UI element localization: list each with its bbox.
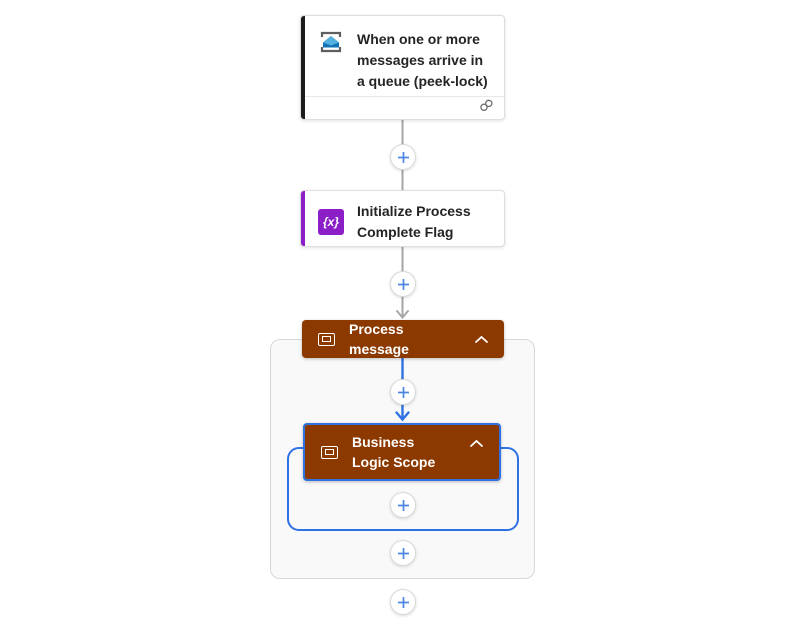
trigger-card-footer xyxy=(305,96,504,119)
trigger-card-service-bus[interactable]: When one or more messages arrive in a qu… xyxy=(300,15,505,120)
scope-icon xyxy=(318,332,335,346)
chevron-up-icon xyxy=(469,436,484,451)
collapse-process-scope-button[interactable] xyxy=(470,328,492,350)
plus-icon xyxy=(397,596,409,608)
plus-icon xyxy=(397,499,409,511)
add-action-button[interactable] xyxy=(390,271,416,297)
initialize-action-title: Initialize Process Complete Flag xyxy=(357,203,471,240)
plus-icon xyxy=(397,151,409,163)
connection-link-icon xyxy=(479,99,494,117)
variable-accent-bar xyxy=(301,191,305,246)
variable-icon: {x} xyxy=(318,209,344,235)
add-action-button[interactable] xyxy=(390,144,416,170)
collapse-business-scope-button[interactable] xyxy=(465,432,487,454)
plus-icon xyxy=(397,278,409,290)
process-scope-title: Process message xyxy=(349,321,409,357)
trigger-title: When one or more messages arrive in a qu… xyxy=(357,31,488,89)
trigger-accent-bar xyxy=(301,16,305,119)
scope-header-business-logic[interactable]: Business Logic Scope xyxy=(303,423,501,481)
add-action-button[interactable] xyxy=(390,379,416,405)
plus-icon xyxy=(397,547,409,559)
business-scope-title: Business Logic Scope xyxy=(352,434,436,470)
add-action-button[interactable] xyxy=(390,540,416,566)
scope-icon xyxy=(321,445,338,459)
scope-header-process-message[interactable]: Process message xyxy=(302,320,504,358)
service-bus-icon xyxy=(318,29,344,55)
chevron-up-icon xyxy=(474,332,489,347)
arrowhead-gray xyxy=(396,310,409,320)
add-action-button[interactable] xyxy=(390,492,416,518)
plus-icon xyxy=(397,386,409,398)
add-action-button[interactable] xyxy=(390,589,416,615)
action-card-initialize-variable[interactable]: {x} Initialize Process Complete Flag xyxy=(300,190,505,247)
